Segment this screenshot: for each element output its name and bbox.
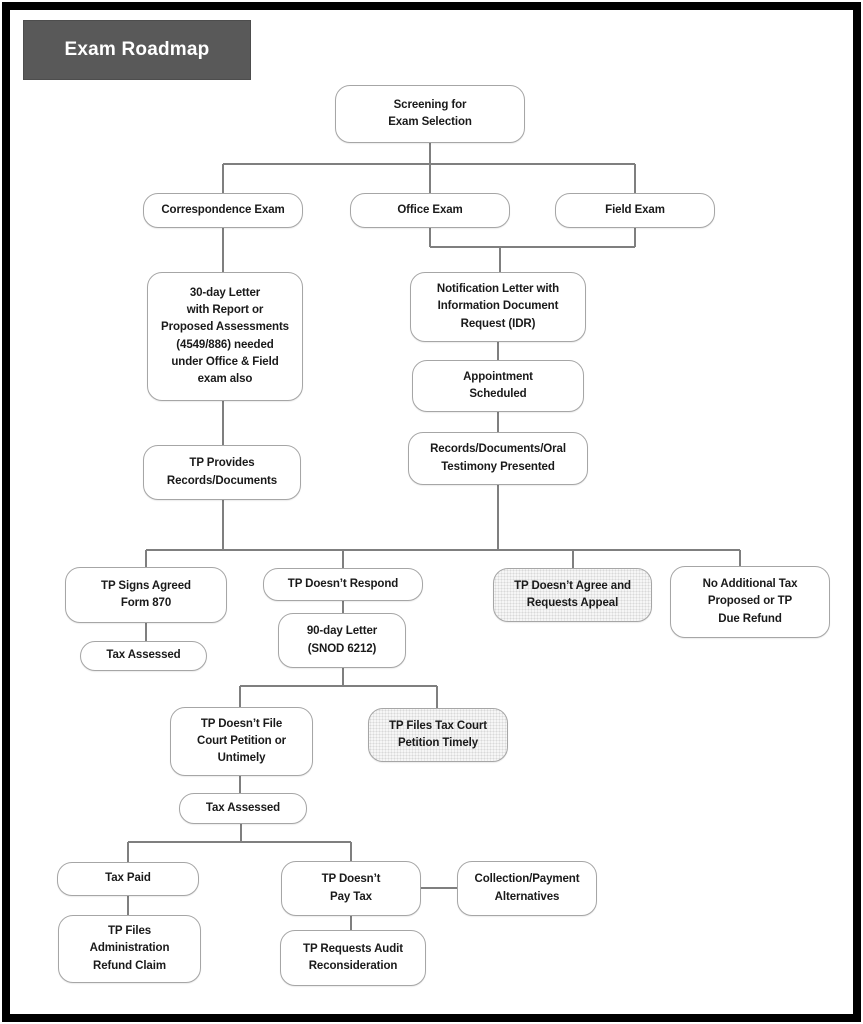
node-tp-doesnt-agree-requests-appeal: TP Doesn’t Agree and Requests Appeal: [493, 568, 652, 622]
node-tp-signs-form-870: TP Signs Agreed Form 870: [65, 567, 227, 623]
node-collection-payment-alternatives: Collection/Payment Alternatives: [457, 861, 597, 916]
node-correspondence-exam: Correspondence Exam: [143, 193, 303, 228]
node-office-exam: Office Exam: [350, 193, 510, 228]
node-90-day-letter-snod: 90-day Letter (SNOD 6212): [278, 613, 406, 668]
node-tax-assessed-2: Tax Assessed: [179, 793, 307, 824]
node-notification-letter-idr: Notification Letter with Information Doc…: [410, 272, 586, 342]
node-tp-files-refund-claim: TP Files Administration Refund Claim: [58, 915, 201, 983]
node-field-exam: Field Exam: [555, 193, 715, 228]
node-records-documents-presented: Records/Documents/Oral Testimony Present…: [408, 432, 588, 485]
node-no-additional-tax: No Additional Tax Proposed or TP Due Ref…: [670, 566, 830, 638]
node-30-day-letter: 30-day Letter with Report or Proposed As…: [147, 272, 303, 401]
node-tp-doesnt-file-petition: TP Doesn’t File Court Petition or Untime…: [170, 707, 313, 776]
node-appointment-scheduled: Appointment Scheduled: [412, 360, 584, 412]
diagram-title: Exam Roadmap: [23, 20, 251, 80]
node-tax-paid: Tax Paid: [57, 862, 199, 896]
node-tp-doesnt-pay-tax: TP Doesn’t Pay Tax: [281, 861, 421, 916]
node-tp-requests-audit-reconsideration: TP Requests Audit Reconsideration: [280, 930, 426, 986]
node-screening-for-exam-selection: Screening for Exam Selection: [335, 85, 525, 143]
node-tp-files-tax-court: TP Files Tax Court Petition Timely: [368, 708, 508, 762]
node-tp-provides-records: TP Provides Records/Documents: [143, 445, 301, 500]
node-tax-assessed-1: Tax Assessed: [80, 641, 207, 671]
node-tp-doesnt-respond: TP Doesn’t Respond: [263, 568, 423, 601]
